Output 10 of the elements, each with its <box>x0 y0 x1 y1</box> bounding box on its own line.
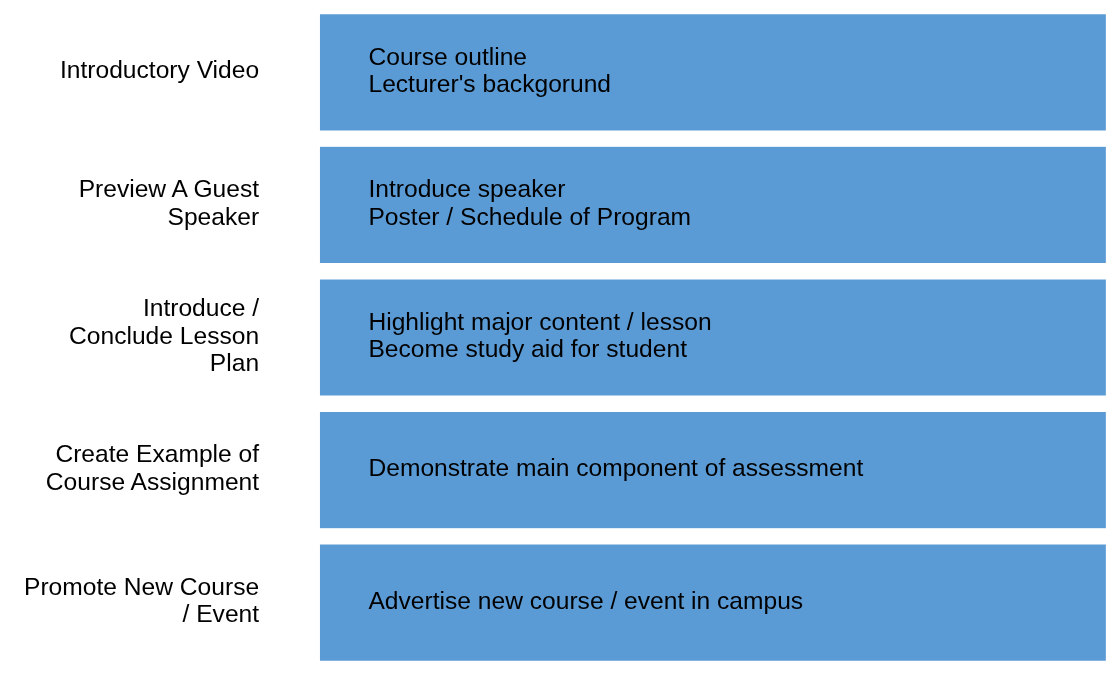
node-box: Demonstrate main component of assessment <box>318 410 1107 530</box>
node-text: Preview A Guest Speaker <box>78 175 259 230</box>
node-box: Advertise new course / event in campus <box>318 543 1107 663</box>
node-text: Introductory Video <box>59 56 259 84</box>
node-text: Introduce / Conclude Lesson Plan <box>68 294 259 376</box>
node-box: Course outline Lecturer's backgorund <box>318 12 1107 132</box>
node-box: Highlight major content / lesson Become study aid for student <box>318 278 1107 397</box>
node-text: Create Example of Course Assignment <box>45 440 259 495</box>
node-text: Promote New Course / Event <box>23 573 259 628</box>
node-box: Introduce speaker Poster / Schedule of Program <box>318 145 1107 265</box>
